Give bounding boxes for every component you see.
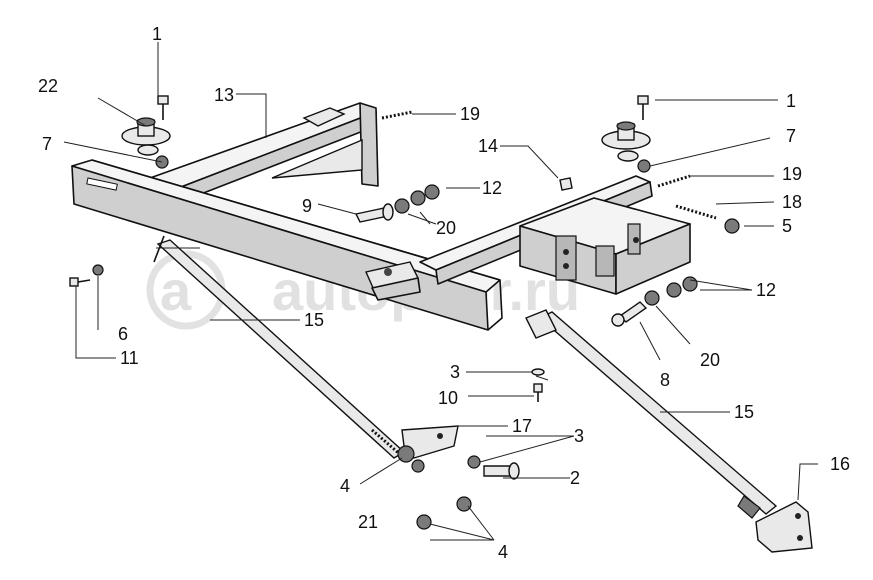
left-mount-22 bbox=[121, 117, 171, 156]
stud-19-left bbox=[381, 110, 413, 120]
washer-21 bbox=[411, 459, 425, 473]
callout-3a: 3 bbox=[450, 362, 460, 382]
callout-7a: 7 bbox=[42, 134, 52, 154]
callout-14: 14 bbox=[478, 136, 498, 156]
nut-4-upper bbox=[397, 445, 415, 463]
stud-19-right bbox=[657, 174, 691, 188]
callout-2: 2 bbox=[570, 468, 580, 488]
callout-4b: 4 bbox=[498, 542, 508, 562]
nut-5 bbox=[724, 218, 740, 234]
frame bbox=[71, 102, 691, 331]
nut-4-lower-a bbox=[456, 496, 472, 512]
rear-top-pad bbox=[302, 107, 346, 127]
callout-13: 13 bbox=[214, 85, 234, 105]
nut-7-right bbox=[637, 159, 651, 173]
fastener-group-left bbox=[354, 184, 440, 223]
callout-4a: 4 bbox=[340, 476, 350, 496]
bolt-1-right bbox=[637, 95, 649, 120]
washer-3-lower bbox=[467, 455, 481, 469]
callout-19a: 19 bbox=[460, 104, 480, 124]
callout-6: 6 bbox=[118, 324, 128, 344]
callout-20b: 20 bbox=[700, 350, 720, 370]
callout-labels: 1 1 2 3 3 4 4 5 6 7 7 8 9 10 11 12 12 13… bbox=[38, 24, 850, 562]
callout-12a: 12 bbox=[482, 178, 502, 198]
bolt-11-nut-6 bbox=[69, 264, 104, 287]
callout-10: 10 bbox=[438, 388, 458, 408]
callout-1b: 1 bbox=[786, 91, 796, 111]
callout-1a: 1 bbox=[152, 24, 162, 44]
callout-9: 9 bbox=[302, 196, 312, 216]
callout-16: 16 bbox=[830, 454, 850, 474]
callout-8: 8 bbox=[660, 370, 670, 390]
bracket-17 bbox=[401, 425, 459, 459]
leader-lines bbox=[63, 42, 818, 541]
callout-20a: 20 bbox=[436, 218, 456, 238]
brace-right bbox=[525, 309, 778, 519]
rear-crossbeam-top bbox=[149, 102, 377, 193]
callout-17: 17 bbox=[512, 416, 532, 436]
callout-5: 5 bbox=[782, 216, 792, 236]
bolt-2 bbox=[483, 462, 520, 480]
callout-21: 21 bbox=[358, 512, 378, 532]
callout-18: 18 bbox=[782, 192, 802, 212]
right-platform-side bbox=[615, 223, 691, 295]
callout-15a: 15 bbox=[304, 310, 324, 330]
stud-18 bbox=[675, 204, 717, 220]
callout-15b: 15 bbox=[734, 402, 754, 422]
rear-gusset bbox=[271, 138, 363, 179]
plate-14 bbox=[559, 177, 573, 191]
callout-7b: 7 bbox=[786, 126, 796, 146]
right-brace-clevis bbox=[525, 309, 557, 339]
nut-4-lower-b bbox=[416, 514, 432, 530]
right-mount bbox=[601, 121, 651, 162]
callout-12b: 12 bbox=[756, 280, 776, 300]
callout-3b: 3 bbox=[574, 426, 584, 446]
bolt-1-left bbox=[157, 95, 169, 120]
callout-22: 22 bbox=[38, 76, 58, 96]
callout-19b: 19 bbox=[782, 164, 802, 184]
callout-11: 11 bbox=[120, 348, 139, 368]
washer-3-bolt-10 bbox=[531, 368, 545, 402]
